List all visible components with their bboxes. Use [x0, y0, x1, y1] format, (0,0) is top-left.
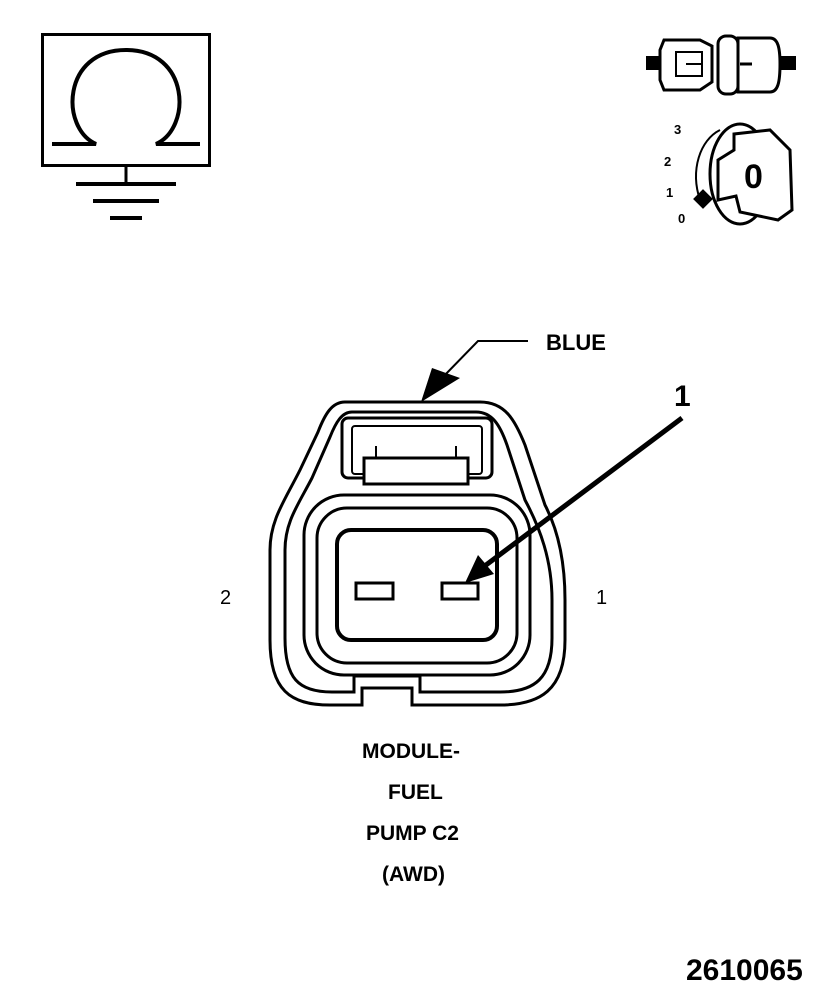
caption-line-4: (AWD): [382, 863, 445, 886]
ignition-position-2: 2: [664, 154, 672, 169]
ignition-position-1: 1: [666, 185, 674, 200]
caption-line-1: MODULE-: [362, 740, 460, 763]
caption-line-3: PUMP C2: [366, 822, 459, 845]
ignition-position-3: 3: [674, 122, 682, 137]
ohmmeter-ground-icon: [41, 33, 211, 167]
ignition-key-label: 0: [744, 158, 763, 196]
caption-line-2: FUEL: [388, 781, 443, 804]
pin-label-left: 2: [220, 587, 232, 609]
ignition-position-0: 0: [678, 211, 686, 226]
wire-color-label: BLUE: [546, 330, 606, 355]
figure-number: 2610065: [686, 954, 803, 987]
pin-label-right: 1: [596, 587, 608, 609]
pin-callout-number: 1: [674, 380, 691, 413]
